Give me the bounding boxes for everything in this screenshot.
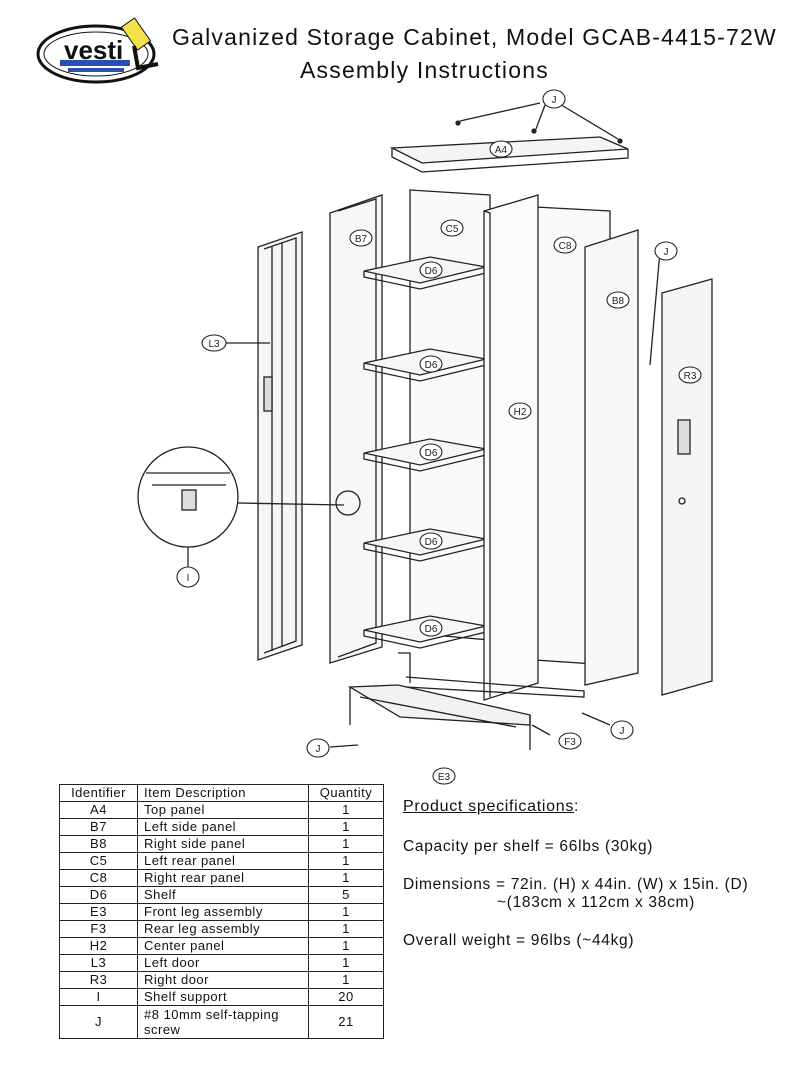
label-E3: E3 bbox=[438, 772, 451, 783]
cell-description: Top panel bbox=[137, 801, 309, 819]
cell-quantity: 21 bbox=[308, 1005, 384, 1039]
col-quantity: Quantity bbox=[308, 784, 384, 802]
cell-description: Right door bbox=[137, 971, 309, 989]
label-D6-3: D6 bbox=[425, 448, 438, 459]
cell-description: Left door bbox=[137, 954, 309, 972]
label-A4: A4 bbox=[495, 145, 508, 156]
label-J-bottom: J bbox=[620, 726, 625, 737]
cell-quantity: 1 bbox=[308, 920, 384, 938]
cell-description: Rear leg assembly bbox=[137, 920, 309, 938]
cell-quantity: 1 bbox=[308, 835, 384, 853]
cell-identifier: E3 bbox=[59, 903, 138, 921]
label-J-left: J bbox=[316, 744, 321, 755]
cell-quantity: 1 bbox=[308, 852, 384, 870]
cell-identifier: J bbox=[59, 1005, 138, 1039]
cell-description: #8 10mm self-tapping screw bbox=[137, 1005, 309, 1039]
label-J-right: J bbox=[664, 247, 669, 258]
cell-description: Right rear panel bbox=[137, 869, 309, 887]
cell-description: Left side panel bbox=[137, 818, 309, 836]
cell-identifier: B8 bbox=[59, 835, 138, 853]
cell-identifier: I bbox=[59, 988, 138, 1006]
cell-description: Front leg assembly bbox=[137, 903, 309, 921]
cell-identifier: A4 bbox=[59, 801, 138, 819]
vestil-logo: vesti bbox=[36, 17, 159, 84]
label-B8: B8 bbox=[612, 296, 625, 307]
cell-identifier: H2 bbox=[59, 937, 138, 955]
label-D6-2: D6 bbox=[425, 360, 438, 371]
spec-dimensions: Dimensions = 72in. (H) x 44in. (W) x 15i… bbox=[403, 876, 749, 893]
label-D6-5: D6 bbox=[425, 624, 438, 635]
label-B7: B7 bbox=[355, 234, 368, 245]
col-identifier: Identifier bbox=[59, 784, 138, 802]
cell-quantity: 1 bbox=[308, 818, 384, 836]
cell-identifier: B7 bbox=[59, 818, 138, 836]
logo-text: vesti bbox=[64, 35, 123, 65]
spec-weight: Overall weight = 96lbs (~44kg) bbox=[403, 932, 635, 949]
label-R3: R3 bbox=[684, 371, 697, 382]
cell-quantity: 1 bbox=[308, 954, 384, 972]
page-title: Galvanized Storage Cabinet, Model GCAB-4… bbox=[172, 24, 777, 50]
label-C8: C8 bbox=[559, 241, 572, 252]
specs-heading: Product specifications bbox=[403, 798, 575, 815]
cell-description: Center panel bbox=[137, 937, 309, 955]
page-subtitle: Assembly Instructions bbox=[300, 57, 549, 83]
cell-quantity: 20 bbox=[308, 988, 384, 1006]
cell-quantity: 1 bbox=[308, 971, 384, 989]
cell-quantity: 1 bbox=[308, 903, 384, 921]
cell-description: Left rear panel bbox=[137, 852, 309, 870]
spec-dimensions-metric: ~(183cm x 112cm x 38cm) bbox=[497, 894, 695, 911]
cell-description: Shelf bbox=[137, 886, 309, 904]
cell-quantity: 1 bbox=[308, 801, 384, 819]
cell-identifier: F3 bbox=[59, 920, 138, 938]
label-C5: C5 bbox=[446, 224, 459, 235]
spec-capacity: Capacity per shelf = 66lbs (30kg) bbox=[403, 838, 654, 855]
label-J-top: J bbox=[552, 95, 557, 106]
cell-description: Shelf support bbox=[137, 988, 309, 1006]
label-D6-1: D6 bbox=[425, 266, 438, 277]
cell-quantity: 1 bbox=[308, 937, 384, 955]
label-H2: H2 bbox=[514, 407, 527, 418]
cell-identifier: D6 bbox=[59, 886, 138, 904]
col-item-description: Item Description bbox=[137, 784, 309, 802]
exploded-assembly-diagram: J A4 B7 C5 C8 J D6 D6 D6 D6 D6 H2 B8 L3 … bbox=[137, 89, 713, 785]
cell-quantity: 5 bbox=[308, 886, 384, 904]
label-F3: F3 bbox=[564, 737, 576, 748]
cell-identifier: C8 bbox=[59, 869, 138, 887]
specs-heading-colon: : bbox=[574, 798, 580, 815]
cell-identifier: L3 bbox=[59, 954, 138, 972]
label-D6-4: D6 bbox=[425, 537, 438, 548]
label-L3: L3 bbox=[208, 339, 220, 350]
cell-identifier: R3 bbox=[59, 971, 138, 989]
cell-identifier: C5 bbox=[59, 852, 138, 870]
product-specifications: Product specifications: Capacity per she… bbox=[403, 798, 748, 950]
cell-description: Right side panel bbox=[137, 835, 309, 853]
label-I: I bbox=[187, 573, 190, 584]
cell-quantity: 1 bbox=[308, 869, 384, 887]
